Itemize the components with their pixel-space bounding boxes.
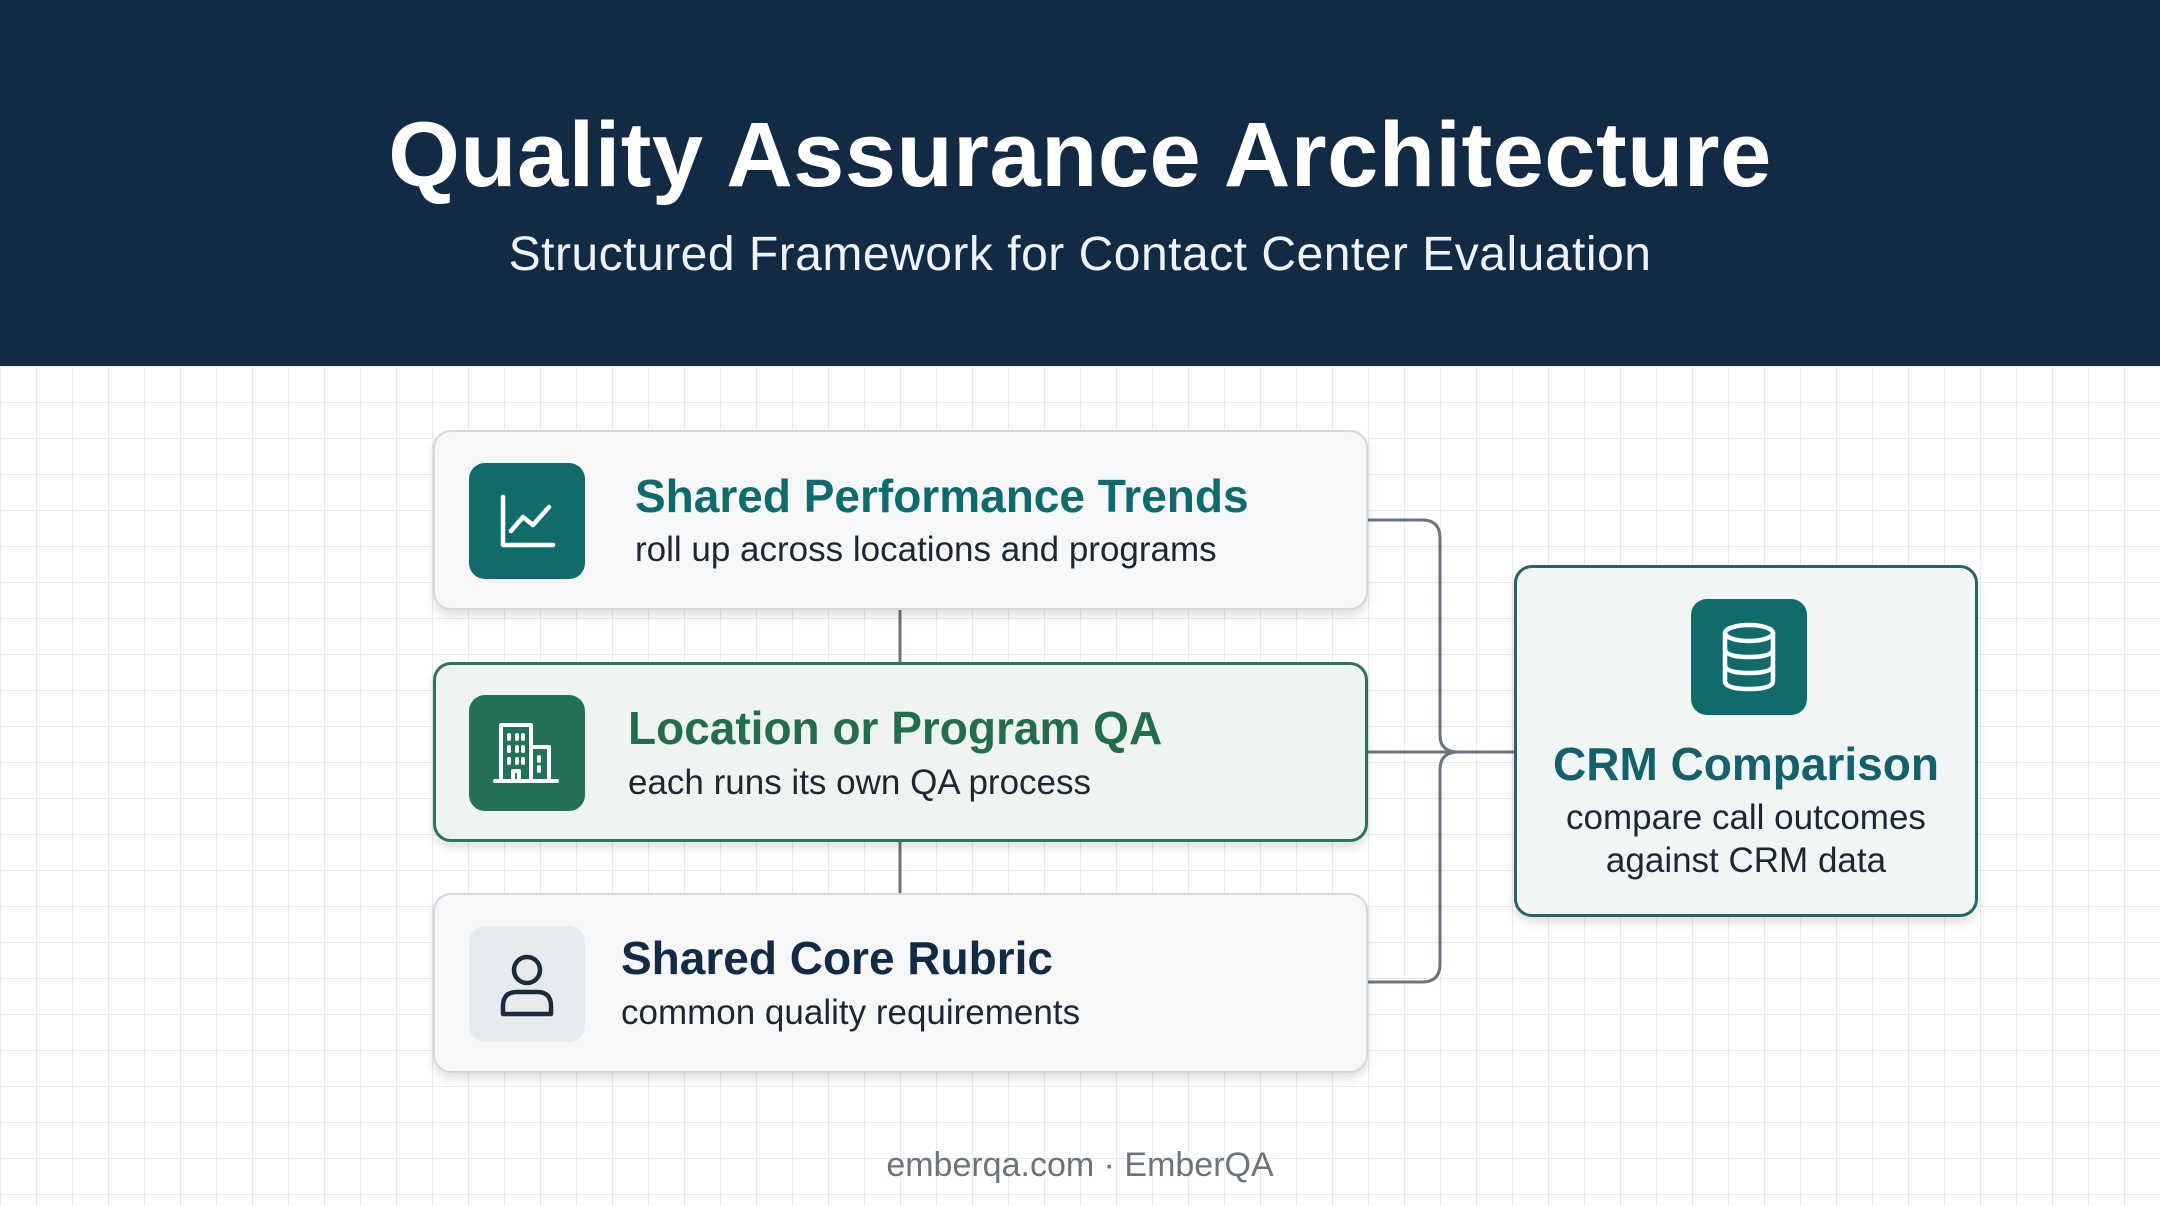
node-shared-performance-trends: Shared Performance Trends roll up across… xyxy=(433,430,1368,610)
node-title: Shared Performance Trends xyxy=(635,470,1249,522)
node-shared-core-rubric: Shared Core Rubric common quality requir… xyxy=(433,893,1368,1073)
page-title: Quality Assurance Architecture xyxy=(388,104,1772,206)
footer-credit: emberqa.com · EmberQA xyxy=(886,1146,1274,1184)
header-banner: Quality Assurance Architecture Structure… xyxy=(0,0,2160,366)
building-icon xyxy=(469,695,585,811)
node-title: Location or Program QA xyxy=(628,702,1163,754)
user-icon xyxy=(469,926,585,1042)
node-description: roll up across locations and programs xyxy=(635,530,1217,569)
node-title: Shared Core Rubric xyxy=(621,932,1053,984)
page-subtitle: Structured Framework for Contact Center … xyxy=(508,228,1652,281)
node-description: common quality requirements xyxy=(621,993,1081,1032)
node-description: each runs its own QA process xyxy=(628,763,1091,802)
node-crm-comparison: CRM Comparison compare call outcomes aga… xyxy=(1514,565,1978,917)
crm-title: CRM Comparison xyxy=(1553,738,1939,790)
line-chart-icon xyxy=(469,463,585,579)
crm-description-line-1: compare call outcomes xyxy=(1566,798,1926,837)
crm-description-line-2: against CRM data xyxy=(1605,841,1887,880)
database-icon xyxy=(1691,599,1807,715)
node-location-program-qa: Location or Program QA each runs its own… xyxy=(433,662,1368,842)
